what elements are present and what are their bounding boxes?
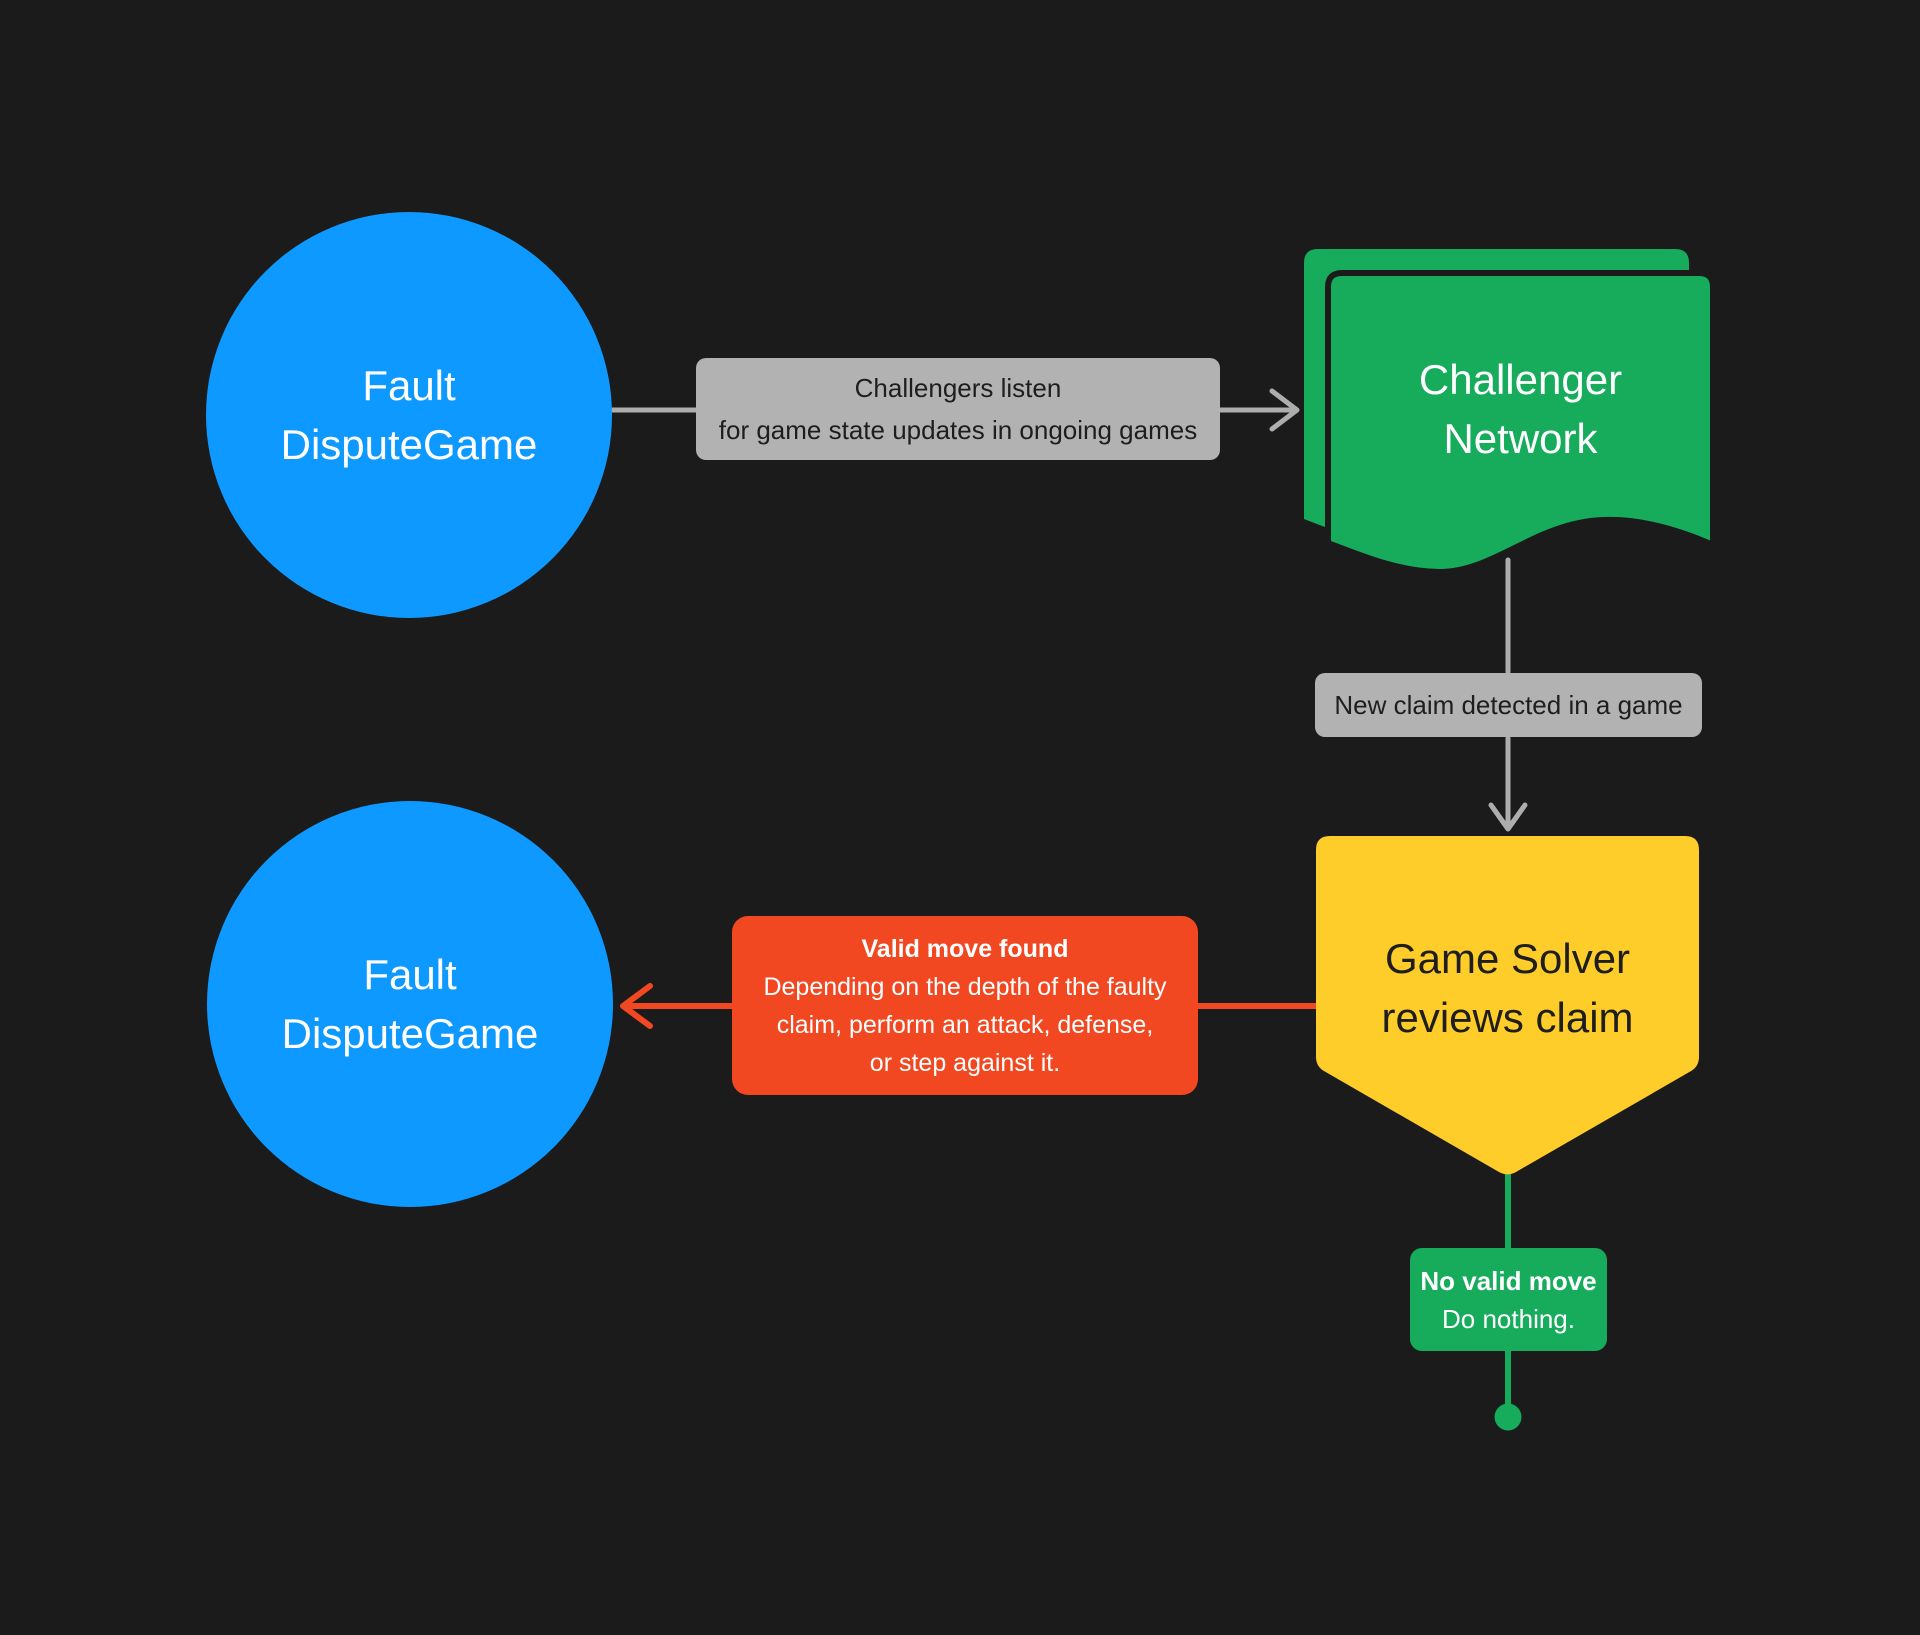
node-label-line: Fault: [363, 951, 457, 998]
callout-title: No valid move: [1420, 1265, 1597, 1296]
callout-body-line: claim, perform an attack, defense,: [776, 1010, 1154, 1039]
callout-valid-move-found[interactable]: Valid move found Depending on the depth …: [732, 916, 1198, 1095]
node-label-line: DisputeGame: [280, 421, 538, 468]
arrowhead-left-red-icon: [620, 983, 653, 1029]
edge-label-new-claim[interactable]: New claim detected in a game: [1315, 673, 1702, 737]
callout-body-line: or step against it.: [869, 1048, 1061, 1077]
node-label-line: DisputeGame: [281, 1010, 539, 1057]
node-label-line: Fault: [362, 362, 456, 409]
callout-body-line: Depending on the depth of the faulty: [763, 972, 1167, 1001]
edge-label-line: New claim detected in a game: [1334, 690, 1683, 720]
edge-label-line: Challengers listen: [854, 373, 1062, 403]
edge-label-challengers-listen[interactable]: Challengers listen for game state update…: [696, 358, 1220, 460]
arrowhead-right-icon: [1269, 388, 1300, 432]
end-dot: [1494, 1403, 1522, 1431]
node-fault-dispute-game-bottom[interactable]: Fault DisputeGame: [207, 801, 613, 1207]
game-solver-shape[interactable]: [1316, 836, 1699, 1175]
callout-body-line: Do nothing.: [1442, 1303, 1575, 1334]
callout-no-valid-move[interactable]: No valid move Do nothing.: [1410, 1248, 1607, 1351]
callout-title: Valid move found: [861, 934, 1069, 963]
edge-label-line: for game state updates in ongoing games: [718, 415, 1198, 445]
node-fault-dispute-game-top[interactable]: Fault DisputeGame: [206, 212, 612, 618]
arrowhead-down-icon: [1488, 802, 1528, 832]
challenger-network-shape[interactable]: [1325, 270, 1716, 576]
